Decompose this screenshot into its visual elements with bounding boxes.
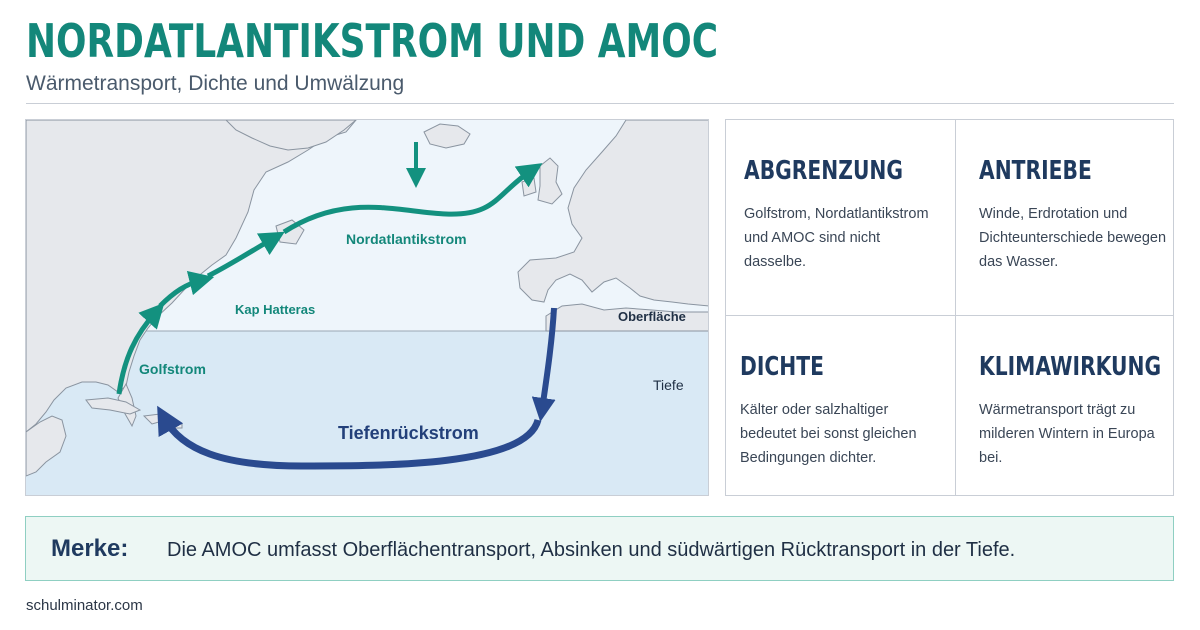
tiefenrueckstrom-return-arrow: [157, 405, 542, 470]
iceland-island: [423, 123, 471, 149]
card-text: Golfstrom, Nordatlantikstrom und AMOC si…: [744, 206, 929, 270]
card-title: ABGRENZUNG: [744, 156, 904, 186]
grid-vertical-divider: [955, 120, 956, 495]
card-dichte: DICHTE Kälter oder salzhaltiger bedeutet…: [740, 352, 940, 470]
label-tiefe: Tiefe: [653, 377, 684, 393]
card-antriebe: ANTRIEBE Winde, Erdrotation und Dichteun…: [979, 156, 1179, 274]
label-nordatlantikstrom: Nordatlantikstrom: [346, 231, 467, 247]
card-text: Kälter oder salzhaltiger bedeutet bei so…: [740, 402, 917, 466]
card-title: DICHTE: [740, 352, 824, 382]
ocean-current-map: Nordatlantikstrom Kap Hatteras Golfstrom…: [25, 119, 709, 496]
card-title: KLIMAWIRKUNG: [979, 352, 1162, 382]
label-golfstrom: Golfstrom: [139, 361, 206, 377]
merke-text: Die AMOC umfasst Oberflächentransport, A…: [167, 539, 1016, 561]
label-oberflaeche: Oberfläche: [618, 309, 686, 324]
nordatlantikstrom-arrow: [282, 163, 543, 235]
card-abgrenzung: ABGRENZUNG Golfstrom, Nordatlantikstrom …: [744, 156, 944, 274]
golfstrom-arrow-3: [206, 231, 285, 279]
merke-box: Merke: Die AMOC umfasst Oberflächentrans…: [25, 516, 1174, 581]
grid-horizontal-divider: [726, 315, 1173, 316]
cuba-island: [85, 397, 142, 415]
header-divider: [26, 103, 1174, 104]
north-africa-landmass: [545, 303, 708, 332]
central-america-landmass: [26, 415, 67, 477]
page-title: NORDATLANTIKSTROM UND AMOC: [26, 14, 719, 68]
label-kap-hatteras: Kap Hatteras: [235, 302, 316, 317]
page-subtitle: Wärmetransport, Dichte und Umwälzung: [26, 72, 405, 95]
footer-site: schulminator.com: [26, 597, 143, 614]
europe-landmass: [517, 120, 708, 307]
card-title: ANTRIEBE: [979, 156, 1092, 186]
card-text: Wärmetransport trägt zu milderen Wintern…: [979, 402, 1155, 466]
golfstrom-arrow-1: [116, 302, 165, 395]
info-card-grid: ABGRENZUNG Golfstrom, Nordatlantikstrom …: [725, 119, 1174, 496]
label-tiefenrueckstrom: Tiefenrückstrom: [338, 423, 479, 443]
card-text: Winde, Erdrotation und Dichteunterschied…: [979, 206, 1167, 270]
britain-island: [537, 157, 563, 205]
golfstrom-arrow-2: [158, 270, 215, 308]
merke-label: Merke:: [51, 535, 129, 562]
tiefenrueckstrom-arrow: [531, 307, 557, 422]
card-klimawirkung: KLIMAWIRKUNG Wärmetransport trägt zu mil…: [979, 352, 1179, 470]
map-graphic: [26, 120, 708, 495]
greenland-landmass: [225, 120, 357, 151]
